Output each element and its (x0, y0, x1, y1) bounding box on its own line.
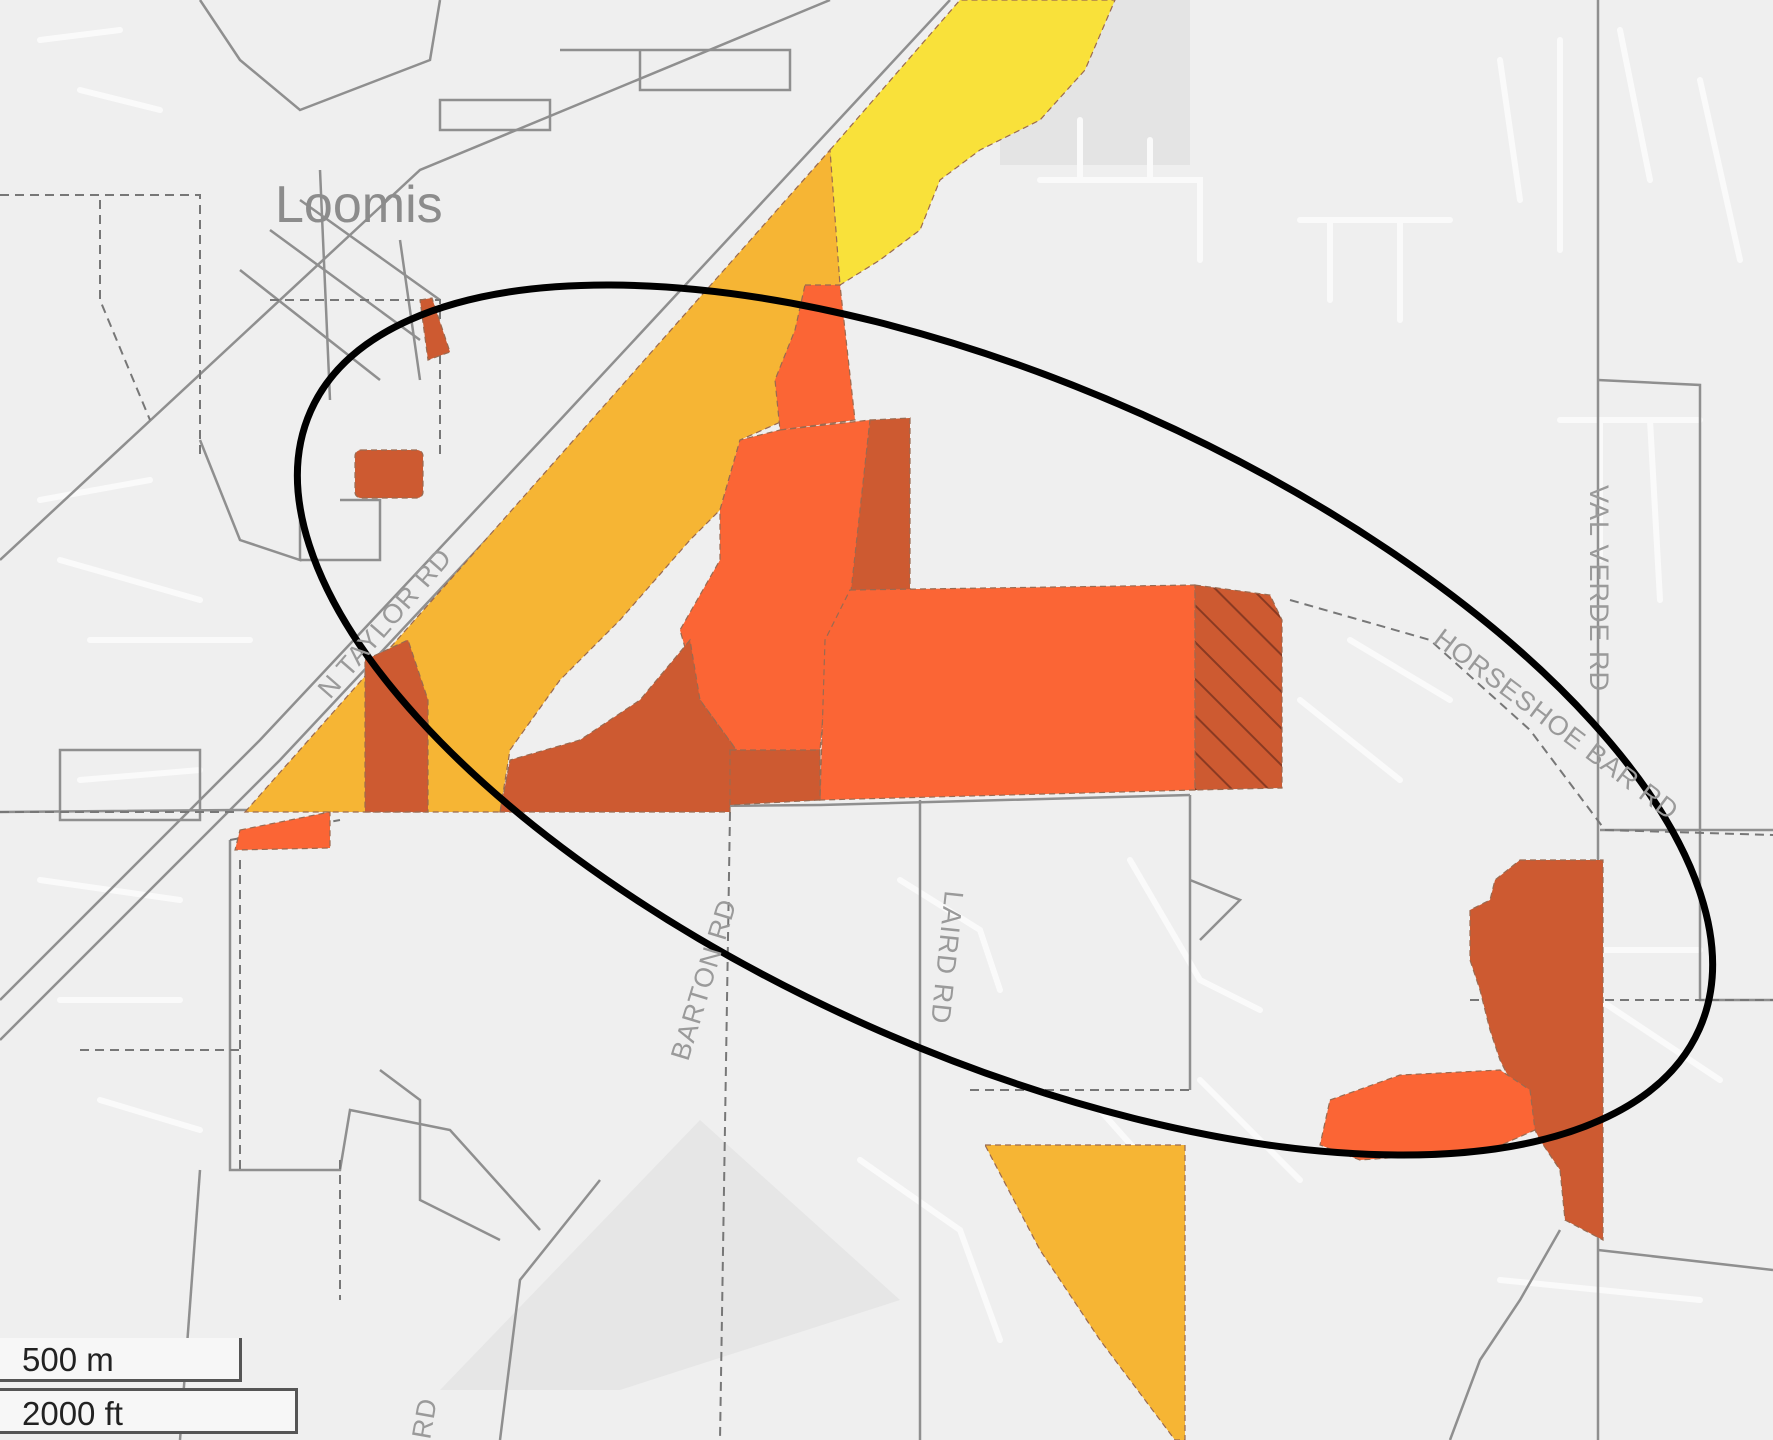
scale-bar-imperial: 2000 ft (0, 1388, 298, 1434)
zones (234, 0, 1604, 1440)
road-label-val-verde: VAL VERDE RD (1584, 485, 1614, 692)
land-parcel-shade (440, 1120, 900, 1390)
zone-dark-orange (729, 749, 821, 806)
scale-bar-metric: 500 m (0, 1338, 242, 1382)
zone-hatched (1194, 584, 1283, 791)
zone-dark-orange (364, 639, 429, 813)
zone-dark-orange-small (354, 449, 424, 499)
zone-yellow (829, 0, 1116, 287)
road-label-bottom: RD (406, 1395, 443, 1440)
zone-dark-orange-east (1469, 859, 1604, 1241)
highlight-ellipse (293, 281, 1717, 1159)
zone-orange-small (234, 811, 331, 851)
place-label-loomis: Loomis (275, 176, 443, 234)
zone-orange (774, 284, 856, 431)
zone-orange-large (819, 584, 1196, 801)
zone-light-orange-south (984, 1144, 1186, 1440)
minor-streets (37, 27, 1743, 1343)
boundaries (0, 194, 1773, 1440)
